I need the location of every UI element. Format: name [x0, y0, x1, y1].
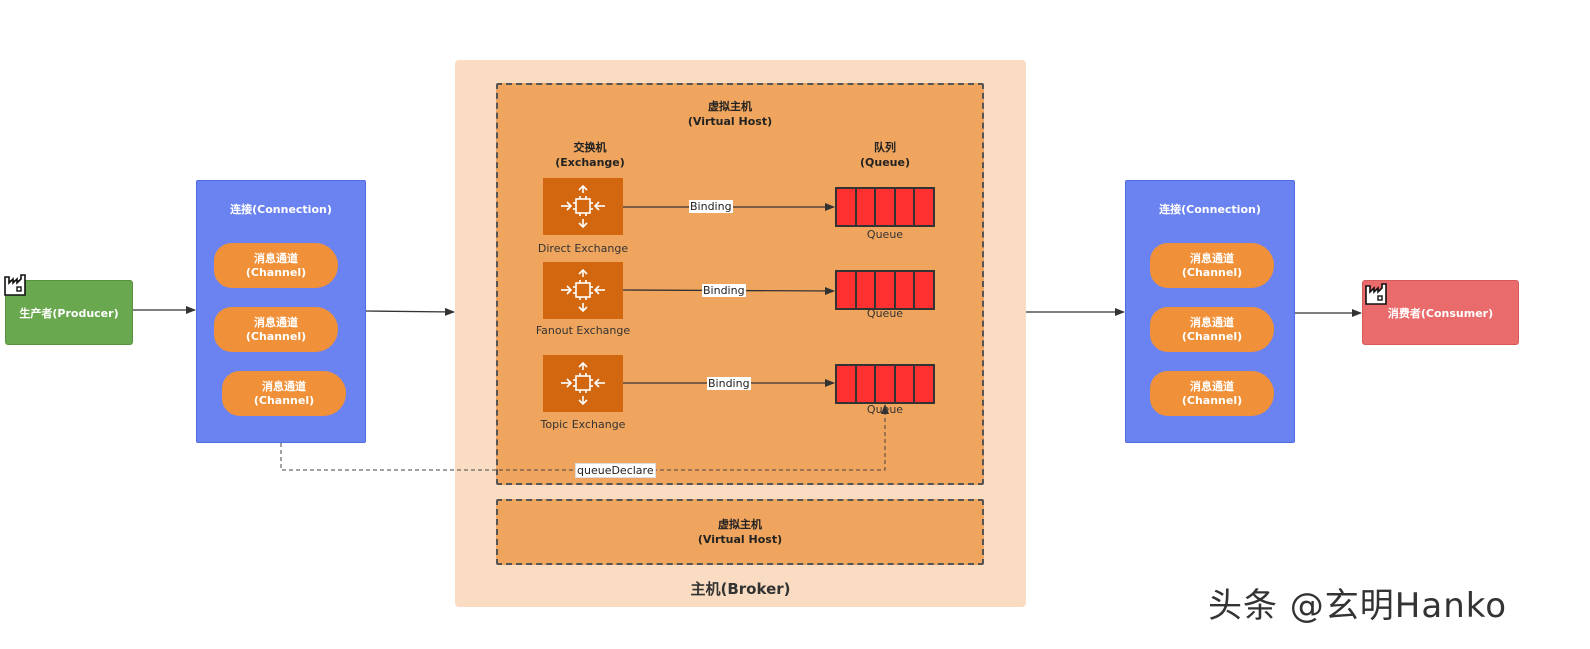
vhost1-title-line2: (Virtual Host) — [687, 115, 773, 128]
watermark: 头条 @玄明Hanko — [1208, 586, 1508, 626]
exchange-header-line1: 交换机 — [573, 141, 607, 154]
router-chip-icon — [561, 361, 605, 406]
producer-label: 生产者(Producer) — [19, 306, 119, 320]
queue-topic — [835, 364, 935, 404]
channel-left-1-line2: (Channel) — [245, 265, 307, 279]
channel-right-3-line2: (Channel) — [1181, 393, 1243, 407]
channel-left-1-line1: 消息通道 — [254, 251, 298, 265]
channel-left-2: 消息通道 (Channel) — [214, 307, 338, 352]
channel-left-2-line2: (Channel) — [245, 329, 307, 343]
virtual-host-secondary: 虚拟主机 (Virtual Host) — [496, 499, 984, 565]
producer-box: 生产者(Producer) — [5, 280, 133, 345]
channel-left-3-line1: 消息通道 — [262, 379, 306, 393]
fanout-exchange-box — [543, 262, 623, 319]
topic-exchange-box — [543, 355, 623, 412]
queue-header-line1: 队列 — [874, 141, 896, 154]
binding-label-direct: Binding — [689, 200, 733, 213]
queue-fanout-label: Queue — [866, 307, 904, 320]
factory-icon — [4, 274, 26, 296]
broker-label: 主机(Broker) — [690, 580, 791, 598]
consumer-label: 消费者(Consumer) — [1387, 306, 1494, 320]
vhost1-title-line1: 虚拟主机 — [708, 100, 752, 113]
vhost2-title-line2: (Virtual Host) — [697, 533, 783, 546]
topic-exchange-label: Topic Exchange — [540, 418, 626, 431]
binding-label-fanout: Binding — [702, 284, 746, 297]
queue-header: 队列 (Queue) — [835, 140, 935, 170]
router-chip-icon — [561, 184, 605, 229]
router-chip-icon — [561, 268, 605, 313]
channel-right-2-line1: 消息通道 — [1190, 315, 1234, 329]
direct-exchange-label: Direct Exchange — [537, 242, 629, 255]
queue-direct-label: Queue — [866, 228, 904, 241]
connection-right-title: 连接(Connection) — [1159, 203, 1261, 216]
fanout-exchange-label: Fanout Exchange — [535, 324, 631, 337]
queue-topic-label: Queue — [866, 403, 904, 416]
channel-left-2-line1: 消息通道 — [254, 315, 298, 329]
channel-right-1-line2: (Channel) — [1181, 265, 1243, 279]
binding-label-topic: Binding — [707, 377, 751, 390]
queue-direct — [835, 187, 935, 227]
queue-fanout — [835, 270, 935, 310]
channel-left-1: 消息通道 (Channel) — [214, 243, 338, 288]
queue-header-line2: (Queue) — [860, 156, 910, 169]
channel-right-1: 消息通道 (Channel) — [1150, 243, 1274, 288]
queue-declare-line — [280, 404, 889, 471]
channel-left-3-line2: (Channel) — [253, 393, 315, 407]
consumer-box: 消费者(Consumer) — [1362, 280, 1519, 345]
connection-right: 连接(Connection) 消息通道 (Channel) 消息通道 (Chan… — [1125, 180, 1295, 443]
channel-right-3: 消息通道 (Channel) — [1150, 371, 1274, 416]
queue-declare-label: queueDeclare — [575, 463, 656, 478]
exchange-header-line2: (Exchange) — [555, 156, 625, 169]
exchange-header: 交换机 (Exchange) — [540, 140, 640, 170]
vhost2-title-line1: 虚拟主机 — [718, 518, 762, 531]
connection-left: 连接(Connection) 消息通道 (Channel) 消息通道 (Chan… — [196, 180, 366, 443]
channel-right-3-line1: 消息通道 — [1190, 379, 1234, 393]
channel-right-1-line1: 消息通道 — [1190, 251, 1234, 265]
channel-left-3: 消息通道 (Channel) — [222, 371, 346, 416]
arrow-connection-to-broker — [365, 307, 455, 316]
connection-left-title: 连接(Connection) — [230, 203, 332, 216]
channel-right-2: 消息通道 (Channel) — [1150, 307, 1274, 352]
vhost1-title: 虚拟主机 (Virtual Host) — [680, 99, 780, 129]
channel-right-2-line2: (Channel) — [1181, 329, 1243, 343]
factory-icon — [1365, 283, 1387, 305]
direct-exchange-box — [543, 178, 623, 235]
